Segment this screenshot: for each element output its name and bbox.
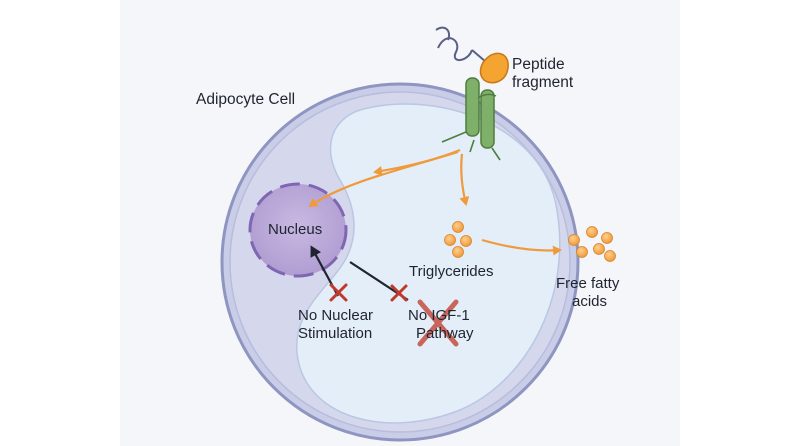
receptor-icon [441, 77, 501, 161]
triglyceride-droplets [444, 221, 472, 258]
arrow-to-free-fatty-acids [481, 238, 562, 256]
arrow-to-nucleus [308, 150, 459, 208]
peptide-label-line1: Peptide [512, 56, 565, 73]
no-nuclear-label-line1: No Nuclear [298, 307, 373, 324]
no-igf1-label-line1: No IGF-1 [408, 307, 470, 324]
cytoplasm-region [295, 103, 561, 424]
cell-title: Adipocyte Cell [196, 91, 295, 108]
nucleus [250, 184, 346, 276]
peptide-label-line2: fragment [512, 74, 574, 91]
block-x-icon [417, 299, 459, 347]
block-x-icon [390, 284, 408, 302]
free-fatty-acids-label-line2: acids [572, 293, 607, 310]
no-nuclear-label-line2: Stimulation [298, 325, 372, 342]
free-fatty-acid-droplets [568, 226, 616, 262]
nucleus-membrane [248, 182, 348, 278]
free-fatty-acids-label-line1: Free fatty [556, 275, 620, 292]
arrow-to-triglycerides [459, 153, 470, 206]
nucleus-label: Nucleus [268, 221, 322, 238]
peptide-icon [435, 26, 509, 84]
block-x-icon [329, 283, 348, 302]
no-igf1-label-line2: Pathway [416, 325, 474, 342]
triglycerides-label: Triglycerides [409, 263, 493, 280]
